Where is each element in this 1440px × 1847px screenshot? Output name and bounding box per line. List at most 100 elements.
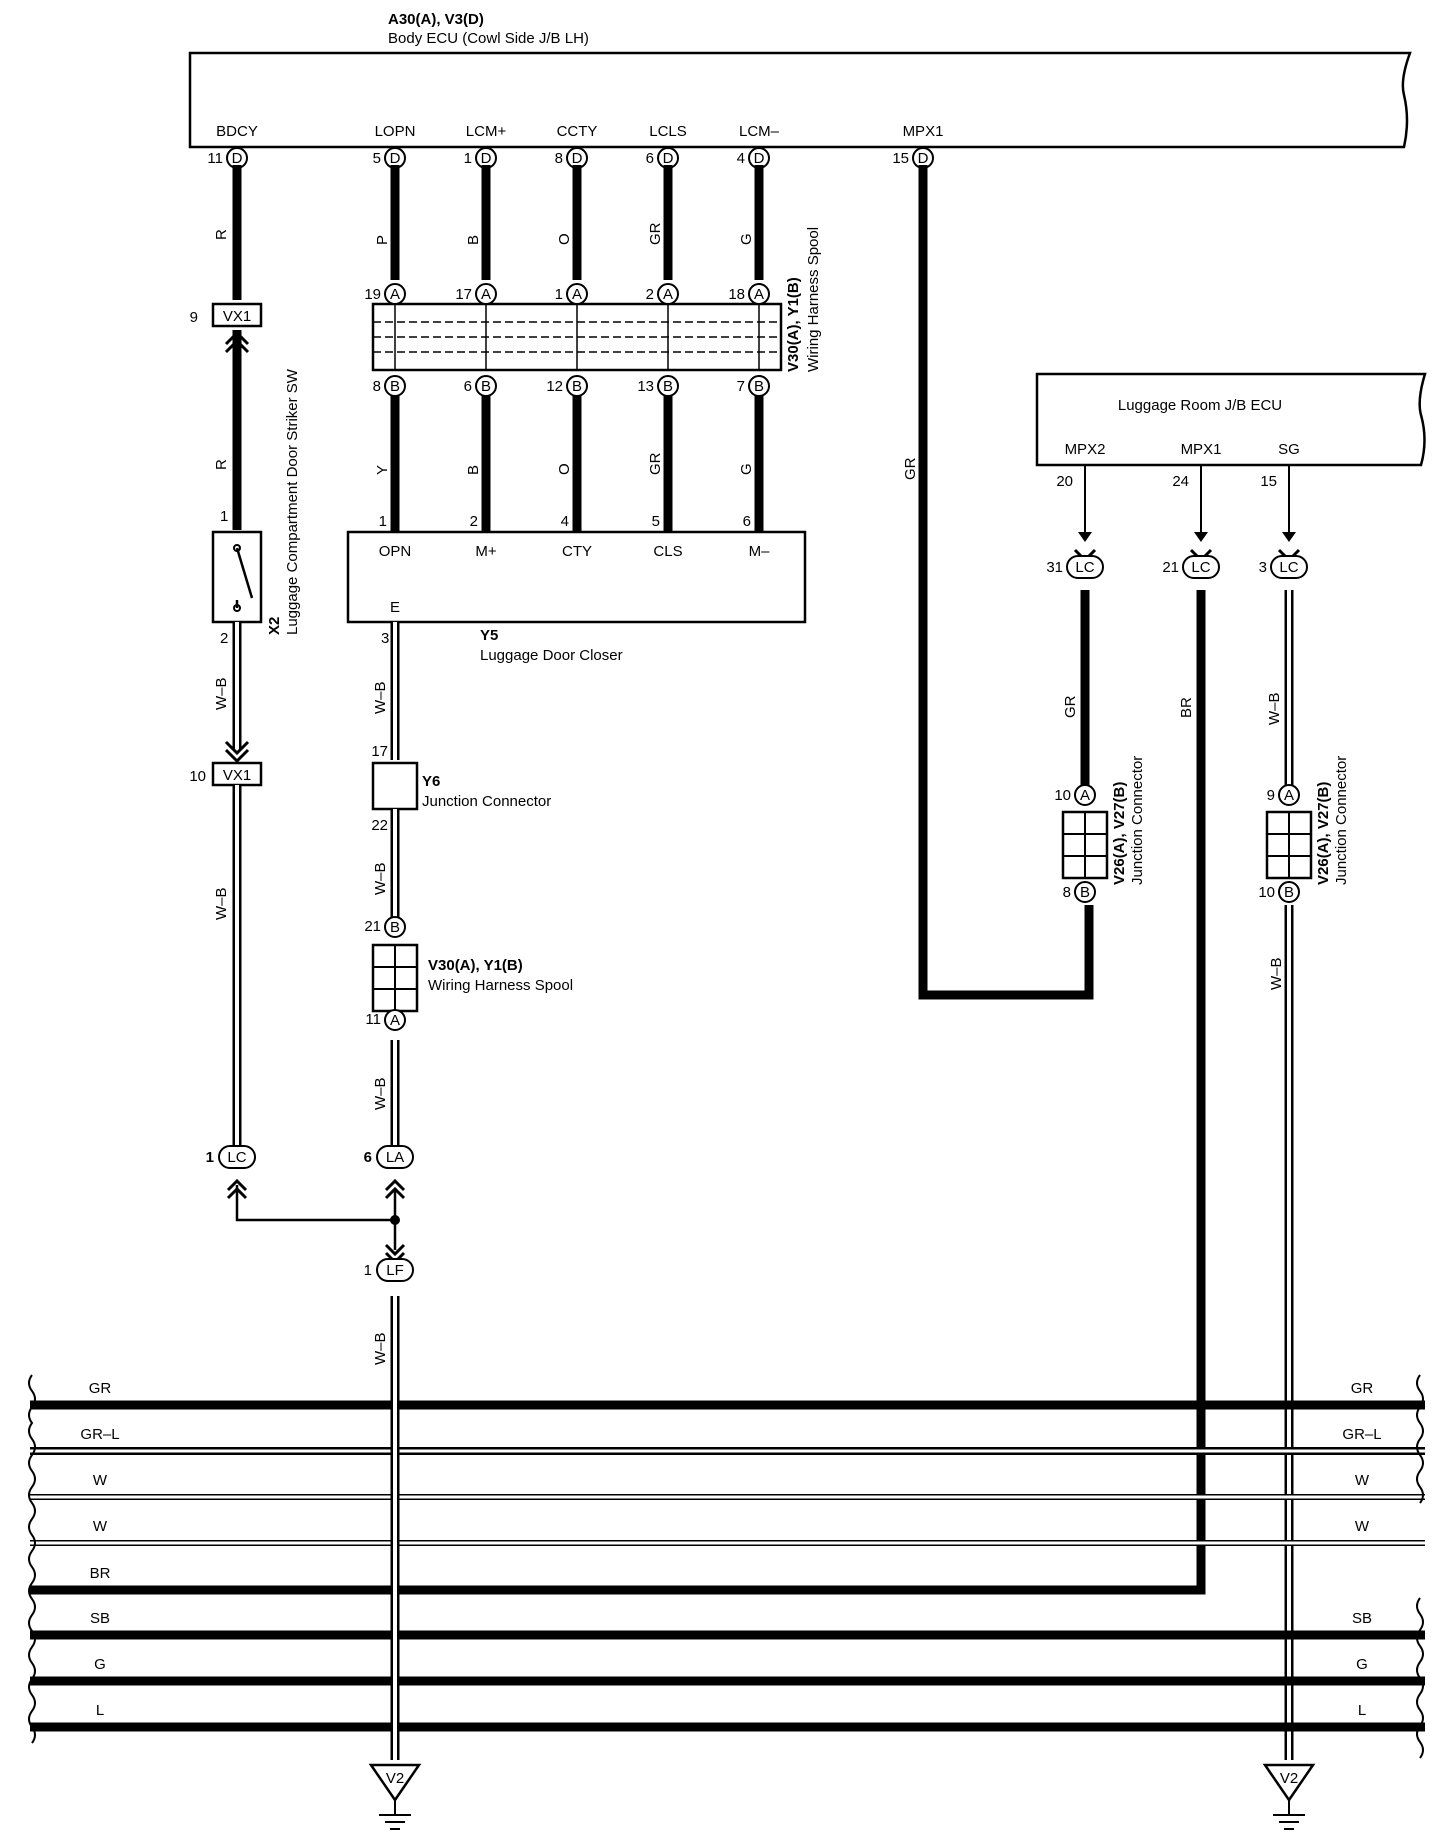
lug-lc-mpx1-label: LC — [1191, 559, 1210, 576]
y6-pin-bottom: 22 — [371, 817, 388, 834]
bus-label-left: W — [93, 1518, 108, 1535]
spool-low-top-pin: B — [384, 916, 406, 938]
ecu-pin-lcm-letter: D — [754, 150, 765, 167]
ecu-pin-lopn-letter: D — [390, 150, 401, 167]
y6-pin-top: 17 — [371, 743, 388, 760]
spool-top-name: Wiring Harness Spool — [805, 227, 822, 372]
lug-lc-sg: LC — [1270, 555, 1308, 579]
luggage-ecu: Luggage Room J/B ECU — [1035, 372, 1427, 467]
bus-label-right: GR — [1351, 1380, 1374, 1397]
ecu-terminal-pin: 1 — [464, 150, 472, 167]
right-branches — [30, 590, 1294, 1760]
ecu-terminal-label: CCTY — [557, 123, 598, 140]
closer-ground-path: W–B Y6 Junction Connector 17 22 W–B V30(… — [371, 622, 573, 1148]
ecu-terminal-label: LCM+ — [466, 123, 507, 140]
v26-right-a-pin: A — [1278, 784, 1300, 806]
lug-wire-color: BR — [1178, 697, 1195, 718]
v26-left-ref: V26(A), V27(B) — [1111, 782, 1128, 885]
joint-lc1: LC — [218, 1145, 256, 1169]
spool-top-pin-a: 2 — [646, 286, 654, 303]
ecu-terminal-label: LCLS — [649, 123, 687, 140]
grounds: V2 V2 — [368, 1763, 1316, 1830]
v26-right-ref: V26(A), V27(B) — [1315, 782, 1332, 885]
spool-top-b-pin-letter: B — [390, 378, 400, 395]
bus-label-left: L — [96, 1702, 104, 1719]
striker-pin1: 1 — [220, 508, 228, 525]
spool-top-pin-a: 19 — [364, 286, 381, 303]
striker-name: Luggage Compartment Door Striker SW — [284, 368, 301, 635]
closer-wire-color: GR — [647, 452, 664, 475]
closer-ground-wire: W–B — [372, 681, 389, 714]
bus-label-right: W — [1355, 1472, 1370, 1489]
spool-top-b-pin-letter: B — [481, 378, 491, 395]
v26-left-b-pin-letter: B — [1080, 884, 1090, 901]
spool-top-b-pin-letter: B — [572, 378, 582, 395]
ecu-to-spool-wires — [232, 165, 764, 300]
joints — [226, 1178, 406, 1265]
spool-low-wire-below: W–B — [372, 1077, 389, 1110]
ecu-pin-bdcy-letter: D — [232, 150, 243, 167]
ground-symbol: V2 — [1262, 1763, 1316, 1830]
closer-terminal-label: CTY — [562, 543, 592, 560]
y6-wire-below: W–B — [372, 862, 389, 895]
closer-terminal-pin: 5 — [652, 513, 660, 530]
v26-right-b-pin: B — [1278, 881, 1300, 903]
ecu-terminal-label: LOPN — [375, 123, 416, 140]
spool-top-b-pin: B — [384, 375, 406, 397]
closer-wire-color: O — [556, 463, 573, 475]
closer-terminal-label: M– — [749, 543, 770, 560]
ecu-pin-ccty-letter: D — [572, 150, 583, 167]
lug-terminal-pin: 24 — [1172, 473, 1189, 490]
lc1-pin: 1 — [206, 1149, 214, 1166]
ecu-pin-mpx1-letter: D — [918, 150, 929, 167]
lug-lc-mpx1: LC — [1182, 555, 1220, 579]
vx1-top-pin: 9 — [190, 309, 198, 326]
spool-low-name: Wiring Harness Spool — [428, 977, 573, 994]
spool-top-a-pin: A — [566, 283, 588, 305]
closer-wire-color: Y — [374, 465, 391, 475]
ecu-terminal-label: BDCY — [216, 123, 258, 140]
ecu-pin-lcls: D — [657, 147, 679, 169]
bus-label-right: G — [1356, 1656, 1368, 1673]
closer-terminal-pin: 6 — [743, 513, 751, 530]
ecu-wire-color: O — [556, 233, 573, 245]
spool-top-a-pin-letter: A — [481, 286, 491, 303]
body-ecu-name: Body ECU (Cowl Side J/B LH) — [388, 30, 589, 47]
joint-la6-label: LA — [386, 1149, 404, 1166]
door-closer-name: Luggage Door Closer — [480, 647, 623, 664]
closer-terminal-label: OPN — [379, 543, 412, 560]
spool-top-b-pin: B — [748, 375, 770, 397]
ground-label: V2 — [1280, 1770, 1298, 1787]
spool-to-closer-wires — [390, 395, 764, 532]
striker-branch: VX1 9 R R 1 X2 Luggage Compartment Door … — [189, 229, 301, 1145]
spool-top-a-pin-letter: A — [572, 286, 582, 303]
bus-label-left: GR–L — [80, 1426, 119, 1443]
junction-v26-right: V26(A), V27(B) Junction Connector W–B — [1265, 756, 1350, 990]
v26-right-b-pin-letter: B — [1284, 884, 1294, 901]
spool-low-bottom-pin: A — [384, 1009, 406, 1031]
striker-wire-mid: W–B — [213, 677, 230, 710]
spool-top-a-pin: A — [748, 283, 770, 305]
y6-ref: Y6 — [422, 773, 440, 790]
ground-symbol: V2 — [368, 1763, 422, 1830]
ecu-terminal-pin: 8 — [555, 150, 563, 167]
lug-lc-mpx2: LC — [1066, 555, 1104, 579]
striker-pin2: 2 — [220, 630, 228, 647]
v26-right-pin-a: 9 — [1267, 787, 1275, 804]
spool-top-a-pin-letter: A — [390, 286, 400, 303]
y6-name: Junction Connector — [422, 793, 551, 810]
ecu-pin-lcm-letter: D — [481, 150, 492, 167]
door-closer: E 3 Y5 Luggage Door Closer — [346, 530, 807, 664]
joint-la6: LA — [376, 1145, 414, 1169]
v26-right-wire-below: W–B — [1268, 957, 1285, 990]
ecu-terminal-label: LCM– — [739, 123, 780, 140]
la6-pin: 6 — [364, 1149, 372, 1166]
spool-top-a-pin: A — [384, 283, 406, 305]
spool-low-pin-top: 21 — [364, 918, 381, 935]
v26-right-pin-b: 10 — [1258, 884, 1275, 901]
